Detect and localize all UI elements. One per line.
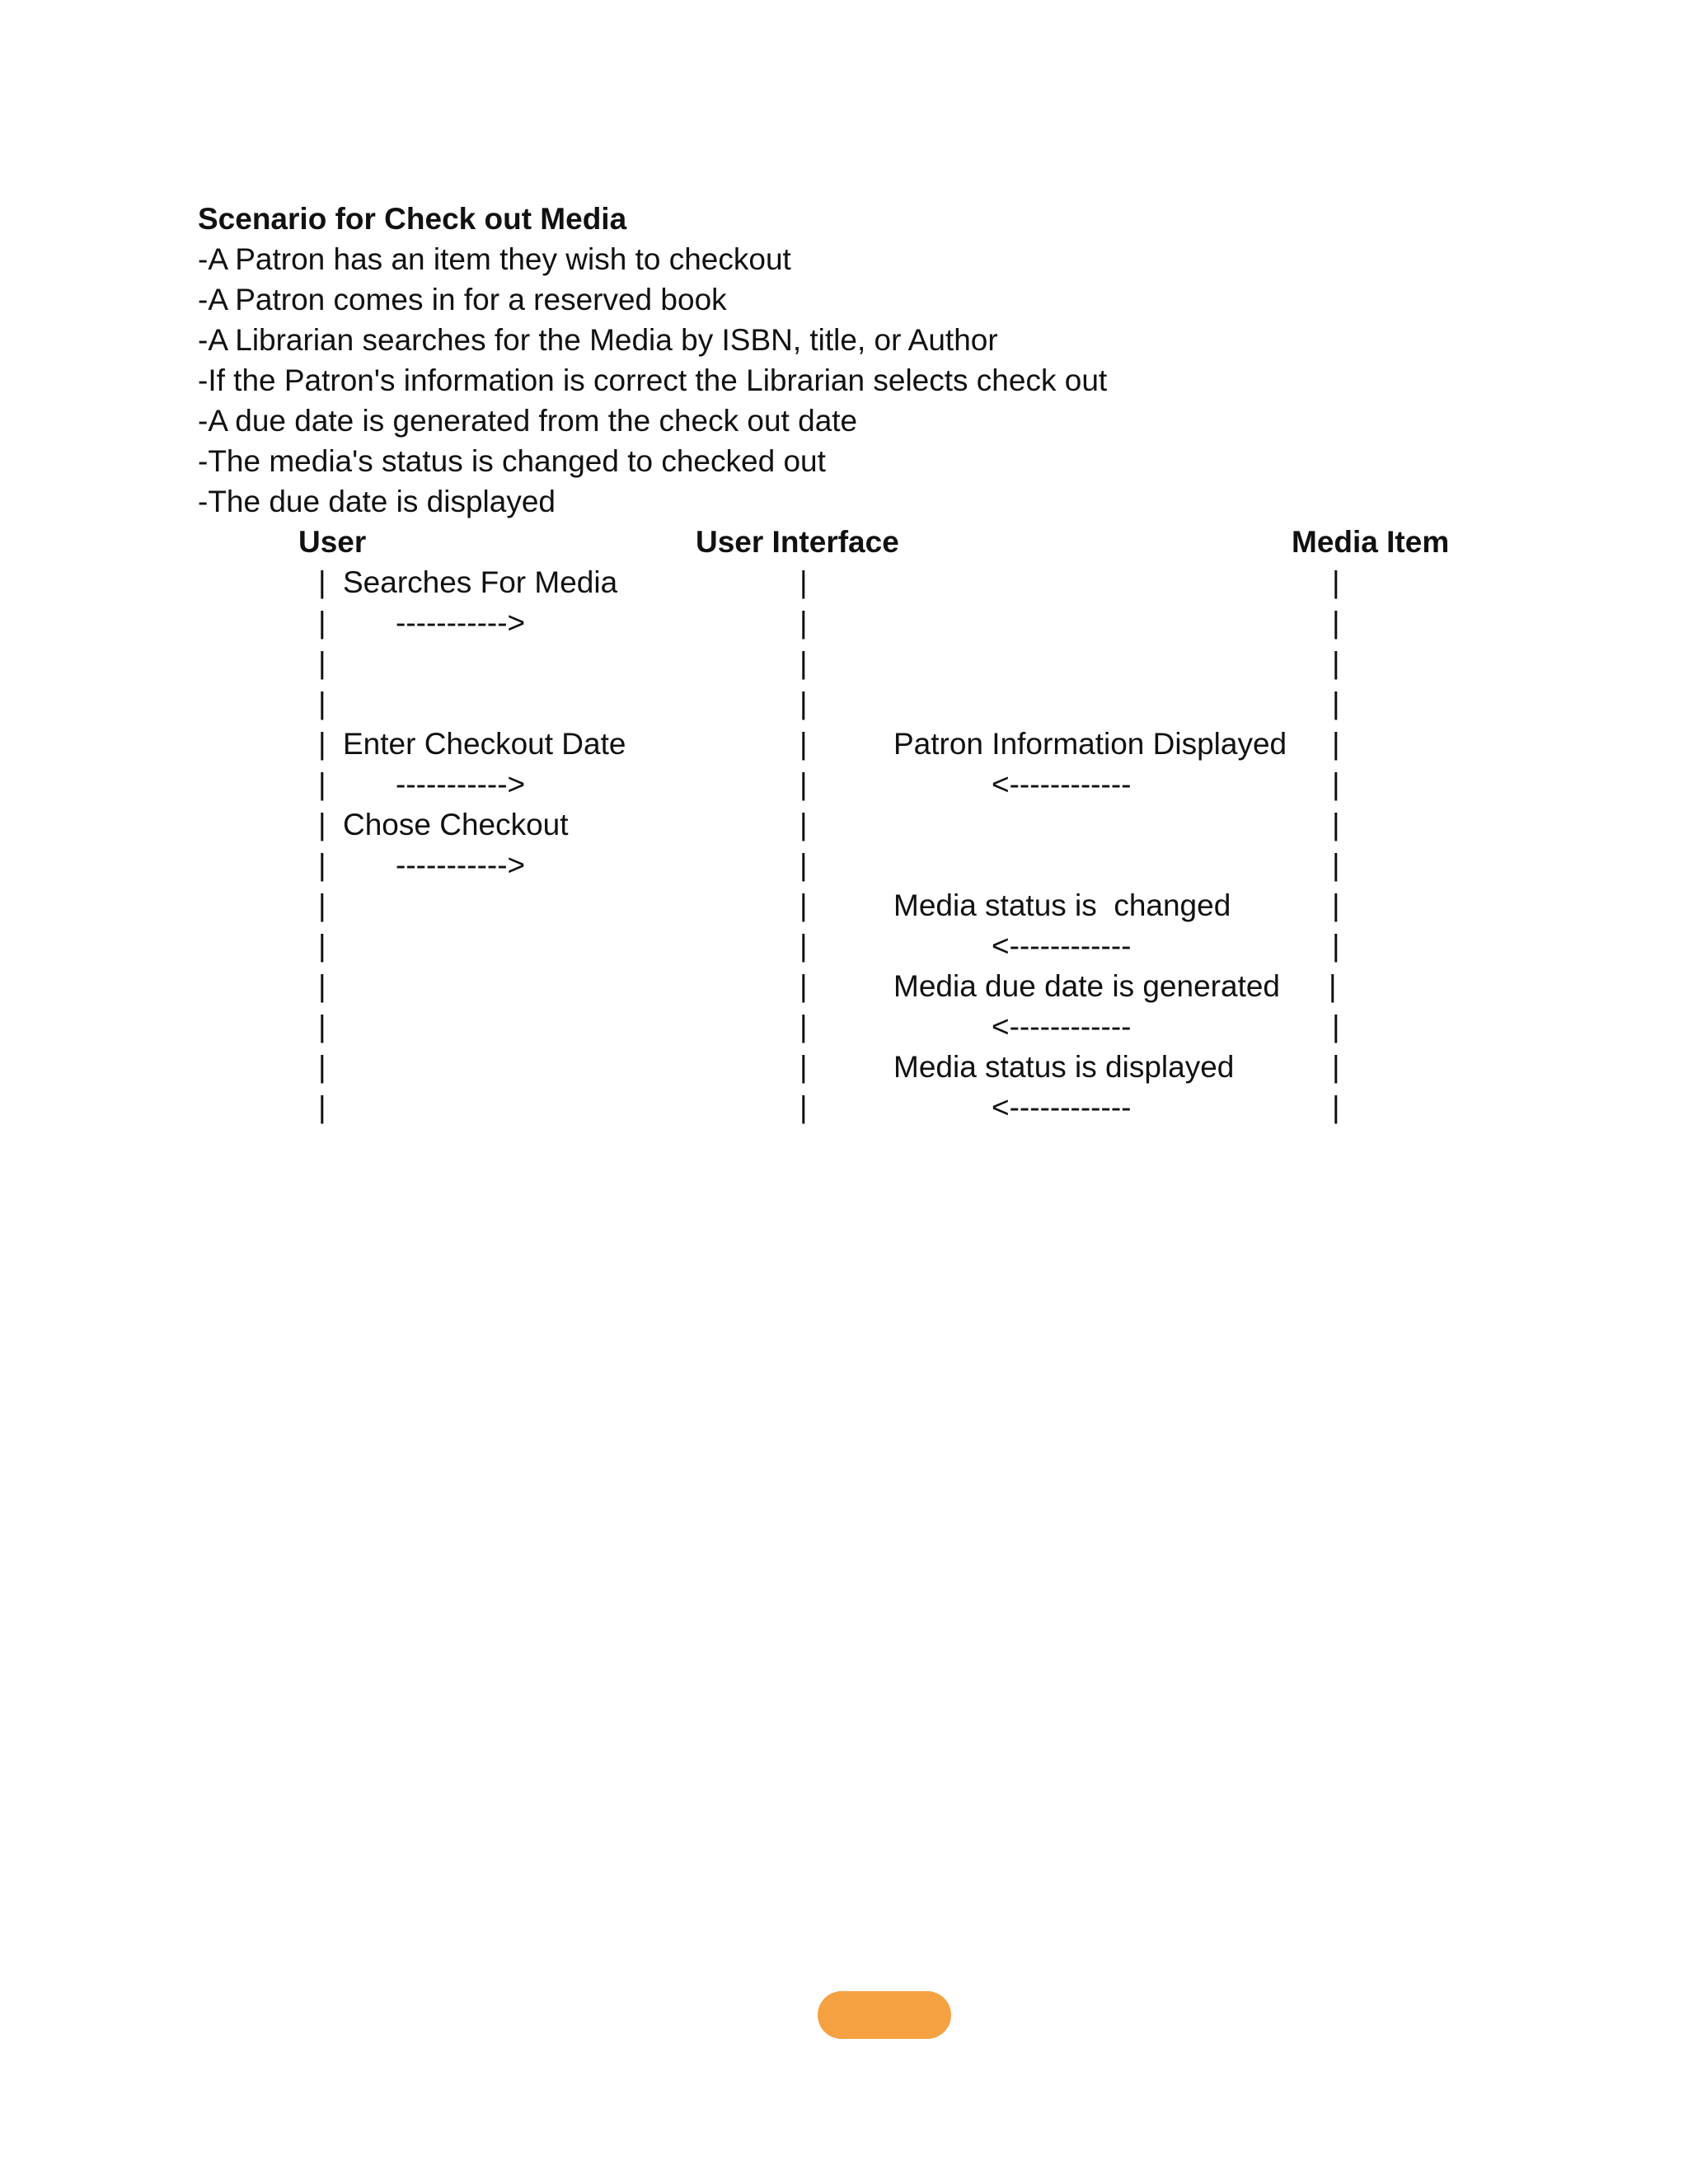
lifeline-segment: |: [799, 606, 808, 640]
scenario-step: -If the Patron's information is correct …: [198, 363, 1108, 397]
lifeline-segment: |: [1332, 848, 1340, 882]
scenario-step: -A Patron comes in for a reserved book: [198, 283, 727, 316]
message-media-status-displayed: Media status is displayed: [893, 1050, 1235, 1084]
lifeline-segment: |: [799, 929, 808, 963]
lifeline-segment: |: [318, 687, 326, 720]
lifeline-segment: |: [318, 767, 326, 801]
message-media-status-changed: Media status is changed: [893, 888, 1231, 922]
lifeline-segment: |: [318, 1010, 326, 1043]
lifeline-segment: |: [1332, 646, 1340, 680]
lifeline-header-ui: User Interface: [696, 525, 899, 559]
lifeline-segment: |: [318, 565, 326, 599]
lifeline-segment: |: [799, 646, 808, 680]
lifeline-segment: |: [799, 969, 808, 1003]
scenario-step: -The due date is displayed: [198, 485, 556, 518]
message-arrow-left: <------------: [992, 929, 1132, 963]
page-number-marker: [818, 1991, 951, 2039]
message-patron-information-displayed: Patron Information Displayed: [893, 727, 1287, 761]
lifeline-segment: |: [318, 606, 326, 640]
lifeline-segment: |: [1332, 767, 1340, 801]
message-arrow-right: ----------->: [396, 606, 526, 640]
lifeline-segment: |: [318, 848, 326, 882]
message-searches-for-media: Searches For Media: [343, 565, 618, 599]
message-arrow-right: ----------->: [396, 848, 526, 882]
message-arrow-left: <------------: [992, 1010, 1132, 1043]
scenario-step: -A Librarian searches for the Media by I…: [198, 323, 998, 357]
lifeline-segment: |: [318, 1050, 326, 1084]
scenario-step: -A due date is generated from the check …: [198, 404, 858, 438]
lifeline-segment: |: [318, 727, 326, 761]
message-media-due-date-generated: Media due date is generated: [893, 969, 1281, 1003]
lifeline-segment: |: [799, 767, 808, 801]
lifeline-header-media: Media Item: [1292, 525, 1450, 559]
scenario-step: -The media's status is changed to checke…: [198, 444, 826, 478]
lifeline-segment: |: [318, 969, 326, 1003]
lifeline-segment: |: [1332, 808, 1340, 841]
lifeline-segment: |: [799, 888, 808, 922]
lifeline-segment: |: [318, 888, 326, 922]
message-chose-checkout: Chose Checkout: [343, 808, 569, 841]
lifeline-segment: |: [1332, 565, 1340, 599]
lifeline-segment: |: [318, 929, 326, 963]
lifeline-segment: |: [799, 848, 808, 882]
message-arrow-left: <------------: [992, 1090, 1132, 1124]
lifeline-segment: |: [318, 1090, 326, 1124]
lifeline-segment: |: [1332, 687, 1340, 720]
lifeline-segment: |: [318, 646, 326, 680]
lifeline-segment: |: [1332, 727, 1340, 761]
lifeline-segment: |: [1332, 888, 1340, 922]
lifeline-segment: |: [1332, 929, 1340, 963]
lifeline-segment: |: [1332, 606, 1340, 640]
scenario-step: -A Patron has an item they wish to check…: [198, 242, 791, 276]
message-arrow-right: ----------->: [396, 767, 526, 801]
document-title: Scenario for Check out Media: [198, 202, 627, 236]
lifeline-segment: |: [799, 565, 808, 599]
message-enter-checkout-date: Enter Checkout Date: [343, 727, 626, 761]
lifeline-segment: |: [1329, 969, 1337, 1003]
lifeline-segment: |: [799, 727, 808, 761]
lifeline-segment: |: [318, 808, 326, 841]
lifeline-segment: |: [1332, 1090, 1340, 1124]
lifeline-segment: |: [799, 687, 808, 720]
lifeline-segment: |: [799, 1010, 808, 1043]
lifeline-segment: |: [1332, 1010, 1340, 1043]
lifeline-segment: |: [799, 808, 808, 841]
lifeline-segment: |: [1332, 1050, 1340, 1084]
lifeline-header-user: User: [298, 525, 367, 559]
message-arrow-left: <------------: [992, 767, 1132, 801]
lifeline-segment: |: [799, 1050, 808, 1084]
lifeline-segment: |: [799, 1090, 808, 1124]
